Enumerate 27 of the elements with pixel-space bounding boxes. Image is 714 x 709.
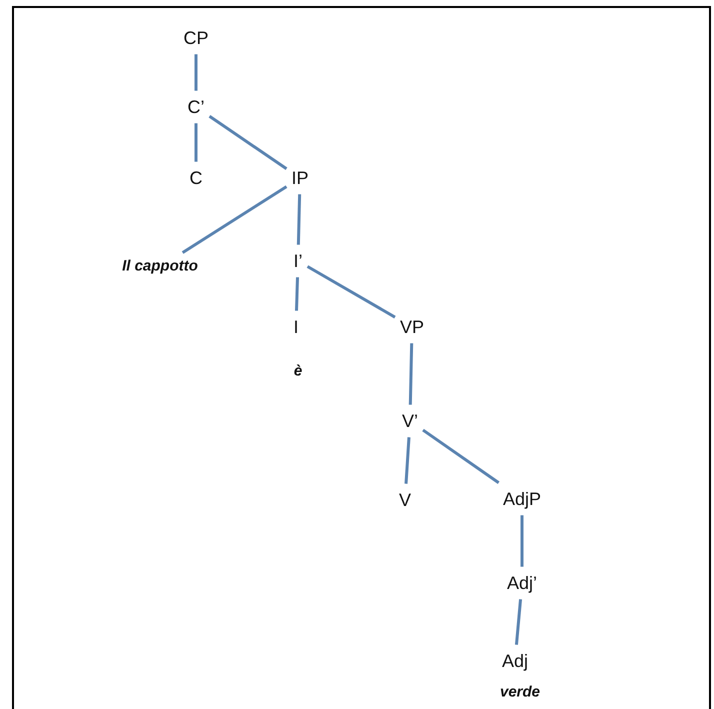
tree-branch <box>194 54 198 91</box>
tree-node-label: I <box>294 316 298 338</box>
tree-node-label: C’ <box>188 96 204 118</box>
tree-branch <box>404 437 410 484</box>
tree-branch <box>295 277 299 311</box>
tree-node-label: V’ <box>402 410 418 432</box>
tree-branch <box>208 114 288 170</box>
tree-node-label: I’ <box>294 250 302 272</box>
tree-node-label: CP <box>184 26 208 50</box>
tree-node-label: Adj’ <box>507 572 537 594</box>
tree-node-label: V <box>399 488 411 512</box>
tree-node-label: VP <box>400 316 424 338</box>
tree-node-label: AdjP <box>502 488 542 510</box>
tree-branch <box>194 123 198 162</box>
tree-branch <box>514 599 522 645</box>
tree-node-label: C <box>190 166 202 190</box>
word-label: verde <box>500 684 540 702</box>
tree-branch <box>408 343 414 405</box>
tree-node-label: IP <box>292 166 308 190</box>
tree-node-label: Adj <box>502 650 528 672</box>
tree-branch <box>306 265 396 318</box>
tree-node-label: Il cappotto <box>122 258 198 276</box>
tree-branch <box>182 185 288 254</box>
tree-branch <box>296 194 302 245</box>
tree-branch <box>422 428 500 484</box>
word-label: è <box>294 362 302 382</box>
tree-branch <box>520 515 524 567</box>
